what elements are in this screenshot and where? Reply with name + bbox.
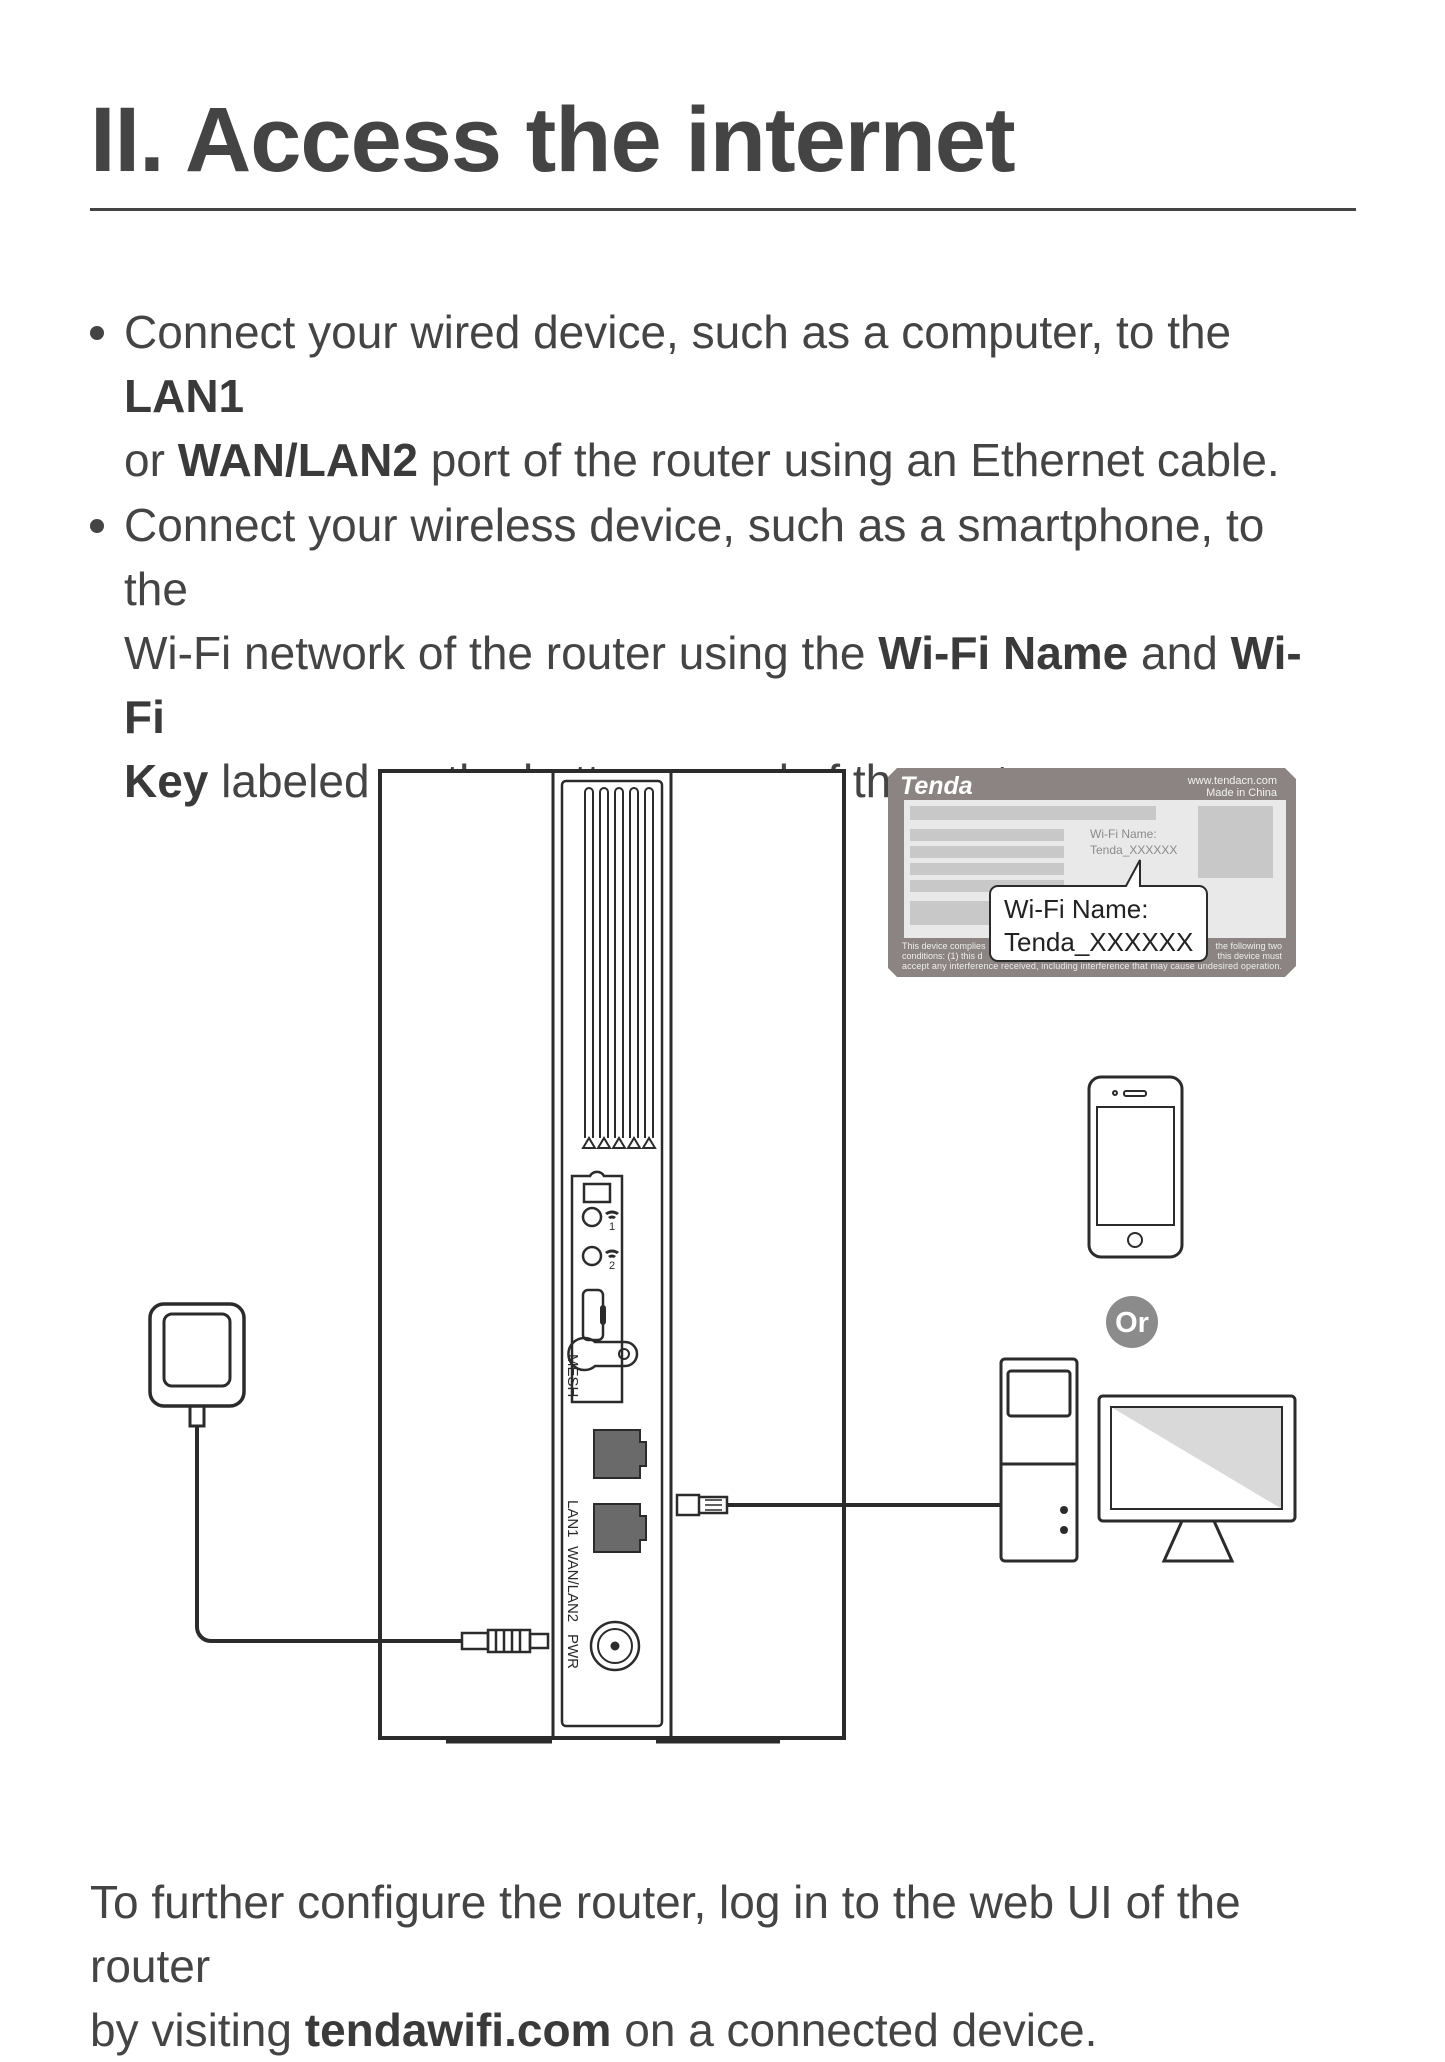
power-adapter-icon	[148, 1302, 462, 1643]
label-fcc-text-2: conditions: (1) this d	[902, 951, 983, 961]
power-plug-icon	[460, 1628, 550, 1654]
label-fcc-text-2b: this device must	[1217, 951, 1282, 961]
label-made-in: Made in China	[1206, 787, 1278, 799]
bullet-wired-text-3: port of the router using an Ethernet cab…	[417, 434, 1280, 486]
page-title: II. Access the internet	[90, 89, 1016, 191]
label-fcc-text-1b: the following two	[1215, 941, 1282, 951]
bullet-dot	[90, 326, 104, 340]
wifi-name-callout	[989, 859, 1208, 962]
smartphone-icon	[1087, 1075, 1184, 1259]
bullet-wireless-text: Connect your wireless device, such as a …	[124, 499, 1265, 615]
ethernet-cable-icon	[675, 1493, 1001, 1517]
footer-text-1: To further configure the router, log in …	[90, 1876, 1241, 1992]
footer-instruction: To further configure the router, log in …	[90, 1870, 1370, 2062]
or-badge	[1106, 1296, 1158, 1348]
label-brand-logo: Tenda	[900, 772, 973, 800]
footer-text-3: on a connected device.	[611, 2004, 1098, 2056]
callout-wifi-name-value: Tenda_XXXXXX	[1004, 927, 1193, 957]
bullet-dot	[90, 519, 104, 533]
label-fcc-text-3: accept any interference received, includ…	[902, 961, 1282, 971]
web-ui-url: tendawifi.com	[304, 2004, 612, 2056]
wan-lan2-port-name: WAN/LAN2	[177, 434, 418, 486]
bullet-wireless-text-2: Wi-Fi network of the router using the	[124, 627, 879, 679]
label-website: www.tendacn.com	[1187, 775, 1277, 787]
footer-text-2: by visiting	[90, 2004, 305, 2056]
label-wifi-name-small: Wi-Fi Name:	[1090, 827, 1157, 841]
callout-wifi-name-label: Wi-Fi Name:	[1004, 894, 1148, 924]
bullet-wired: Connect your wired device, such as a com…	[90, 300, 1340, 492]
bullet-wired-text: Connect your wired device, such as a com…	[124, 306, 1232, 358]
wifi-key-term: Wi-Fi	[124, 627, 1302, 743]
mesh-port-label: MESH	[564, 1354, 581, 1397]
wifi-name-term: Wi-Fi Name	[878, 627, 1129, 679]
title-divider	[90, 208, 1356, 211]
label-wifi-value-small: Tenda_XXXXXX	[1090, 843, 1177, 857]
wan-lan2-port-label: WAN/LAN2	[564, 1546, 581, 1622]
or-badge-text: Or	[1115, 1307, 1149, 1339]
desktop-computer-icon	[999, 1357, 1297, 1563]
bullet-wireless-and: and	[1128, 627, 1231, 679]
bullet-wired-text-2: or	[124, 434, 178, 486]
lan1-port-name: LAN1	[124, 370, 245, 422]
bullet-wireless: Connect your wireless device, such as a …	[90, 493, 1340, 813]
led-1-label: 1	[609, 1221, 615, 1233]
led-2-label: 2	[609, 1260, 615, 1272]
pwr-port-label: PWR	[564, 1634, 581, 1669]
label-fcc-text-1: This device complies	[902, 941, 986, 951]
wifi-led-icon	[605, 1210, 619, 1258]
wifi-key-term-2: Key	[124, 755, 209, 807]
lan1-port-label: LAN1	[564, 1500, 581, 1538]
